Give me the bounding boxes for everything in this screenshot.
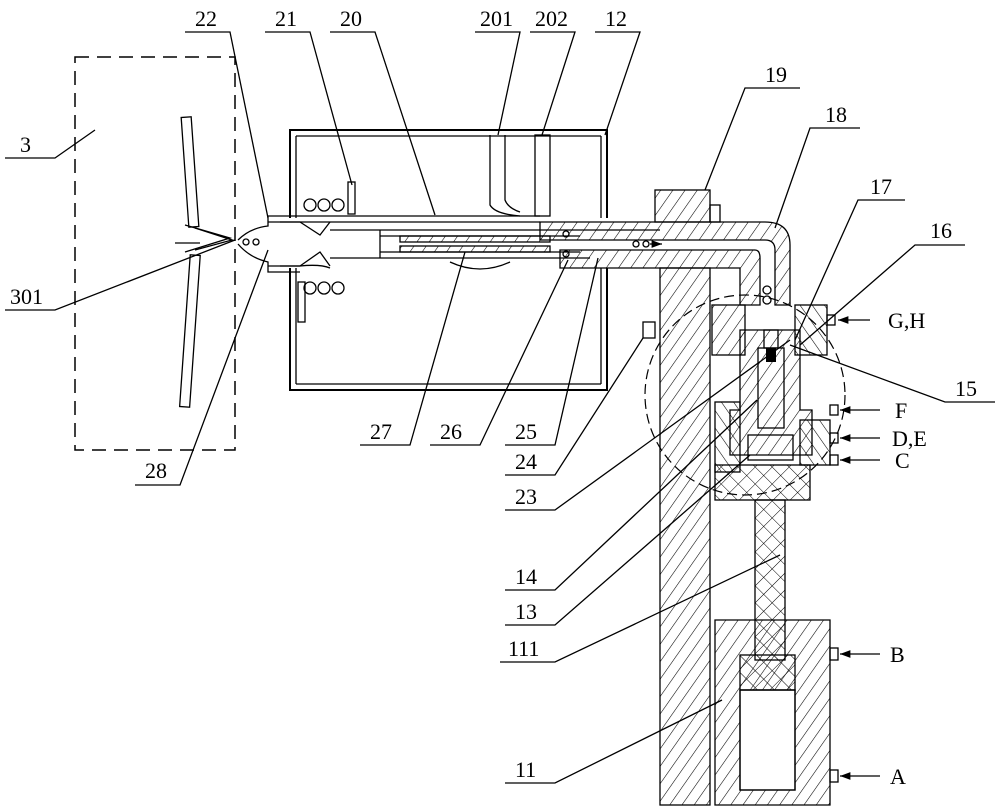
column-bolt bbox=[642, 321, 656, 339]
label-27: 27 bbox=[370, 419, 392, 444]
label-111: 111 bbox=[508, 636, 539, 661]
label-25: 25 bbox=[515, 419, 537, 444]
bent-pipe-18 bbox=[539, 189, 791, 306]
target-3 bbox=[74, 56, 236, 451]
label-28: 28 bbox=[145, 458, 167, 483]
housing-12 bbox=[289, 129, 608, 391]
label-13: 13 bbox=[515, 599, 537, 624]
label-201: 201 bbox=[480, 6, 513, 31]
label-19: 19 bbox=[765, 62, 787, 87]
valve-assembly bbox=[711, 285, 831, 473]
label-12: 12 bbox=[605, 6, 627, 31]
leader-lines bbox=[5, 31, 995, 784]
label-23: 23 bbox=[515, 484, 537, 509]
port-label-c: C bbox=[895, 448, 910, 473]
label-18: 18 bbox=[825, 102, 847, 127]
cylinder-11 bbox=[714, 619, 831, 806]
label-24: 24 bbox=[515, 449, 537, 474]
rod-111 bbox=[714, 464, 811, 501]
label-11: 11 bbox=[515, 757, 536, 782]
label-21: 21 bbox=[275, 6, 297, 31]
label-14: 14 bbox=[515, 564, 537, 589]
label-3: 3 bbox=[20, 132, 31, 157]
label-16: 16 bbox=[930, 218, 952, 243]
port-label-gh: G,H bbox=[888, 308, 925, 333]
label-26: 26 bbox=[440, 419, 462, 444]
label-202: 202 bbox=[535, 6, 568, 31]
label-22: 22 bbox=[195, 6, 217, 31]
port-label-de: D,E bbox=[892, 426, 927, 451]
port-label-a: A bbox=[890, 764, 906, 789]
label-17: 17 bbox=[870, 174, 892, 199]
label-301: 301 bbox=[10, 284, 43, 309]
label-15: 15 bbox=[955, 376, 977, 401]
port-label-f: F bbox=[895, 398, 907, 423]
support-column bbox=[659, 267, 711, 806]
port-label-b: B bbox=[890, 642, 905, 667]
ports bbox=[826, 314, 880, 783]
label-20: 20 bbox=[340, 6, 362, 31]
